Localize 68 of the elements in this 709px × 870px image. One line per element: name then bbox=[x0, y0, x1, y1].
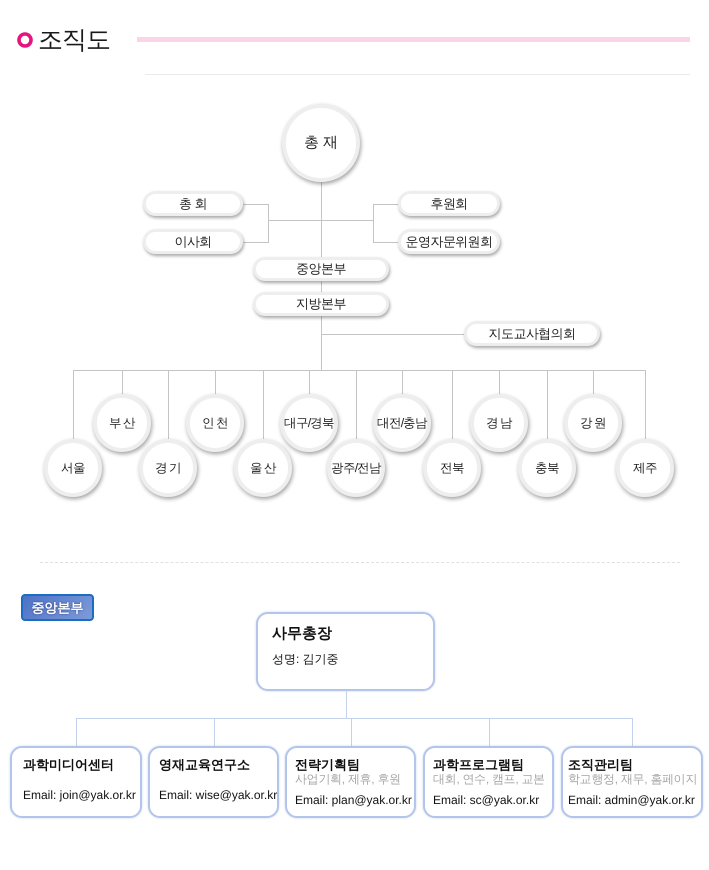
pill-node bbox=[253, 257, 389, 281]
circle-node bbox=[373, 394, 431, 452]
node-label: 지방본부 bbox=[296, 296, 346, 312]
card-subtitle: 사업기획, 제휴, 후원 bbox=[295, 772, 401, 786]
node-label: 총 회 bbox=[179, 196, 207, 212]
node-label: 경 기 bbox=[154, 460, 182, 476]
node-label: 대구/경북 bbox=[284, 415, 334, 431]
circle-node bbox=[139, 439, 197, 497]
circle-node bbox=[186, 394, 244, 452]
pill-node bbox=[143, 229, 243, 254]
circle-node bbox=[93, 394, 151, 452]
node-label: 총 재 bbox=[304, 135, 338, 151]
title: 조직도 bbox=[38, 25, 110, 56]
pill-node bbox=[464, 321, 600, 346]
card bbox=[148, 746, 279, 818]
node-label: 제주 bbox=[633, 460, 657, 476]
circle-node bbox=[616, 439, 674, 497]
node-label: 울 산 bbox=[250, 460, 276, 476]
circle-node bbox=[282, 104, 360, 182]
node-label: 운영자문위원회 bbox=[406, 234, 492, 250]
circle-node bbox=[518, 439, 576, 497]
node-label: 서울 bbox=[61, 460, 85, 476]
node-label: 인 천 bbox=[202, 415, 228, 431]
node-label: 광주/전남 bbox=[330, 460, 382, 476]
node-label: 대전/충남 bbox=[376, 415, 428, 431]
section-tab bbox=[21, 594, 94, 621]
pill-node bbox=[398, 229, 500, 254]
card bbox=[423, 746, 554, 818]
node-label: 이사회 bbox=[174, 234, 212, 250]
circle-node bbox=[234, 439, 292, 497]
node-label: 강 원 bbox=[580, 415, 606, 431]
node-label: 경 남 bbox=[486, 415, 512, 431]
circle-node bbox=[327, 439, 385, 497]
card-title: 조직관리팀 bbox=[568, 757, 633, 772]
node-label: 충북 bbox=[535, 460, 559, 476]
circle-node bbox=[280, 394, 338, 452]
email-text: Email: join@yak.or.kr bbox=[23, 788, 136, 802]
pill-node bbox=[143, 191, 243, 216]
card-title: 전략기획팀 bbox=[295, 757, 360, 772]
pill-node bbox=[398, 191, 500, 216]
node-label: 중앙본부 bbox=[296, 261, 346, 277]
circle-node bbox=[564, 394, 622, 452]
node-label: 지도교사협의회 bbox=[488, 326, 576, 342]
card-title: 과학프로그램팀 bbox=[433, 757, 524, 772]
node-label: 전북 bbox=[440, 460, 464, 476]
circle-node bbox=[470, 394, 528, 452]
card bbox=[561, 746, 703, 818]
card-title: 사무총장 bbox=[272, 625, 332, 643]
email-text: Email: sc@yak.or.kr bbox=[433, 793, 540, 807]
node-label: 후원회 bbox=[430, 196, 468, 212]
node-label: 부 산 bbox=[108, 415, 136, 431]
connector-line bbox=[321, 182, 322, 258]
circle-node bbox=[423, 439, 481, 497]
node-label: 중앙본부 bbox=[32, 600, 84, 616]
connector-line bbox=[321, 281, 322, 293]
card bbox=[256, 612, 435, 691]
card-title: 과학미디어센터 bbox=[23, 757, 114, 772]
card-subtitle: 학교행정, 재무, 홈페이지 bbox=[568, 772, 698, 786]
card bbox=[10, 746, 142, 818]
email-text: Email: wise@yak.or.kr bbox=[159, 788, 278, 802]
card-text: 성명: 김기중 bbox=[272, 652, 339, 666]
circle-node bbox=[44, 439, 102, 497]
pill-node bbox=[253, 292, 389, 316]
email-text: Email: admin@yak.or.kr bbox=[568, 793, 695, 807]
card-subtitle: 대회, 연수, 캠프, 교본 bbox=[433, 772, 545, 786]
card bbox=[285, 746, 416, 818]
email-text: Email: plan@yak.or.kr bbox=[295, 793, 412, 807]
card-title: 영재교육연구소 bbox=[159, 757, 250, 772]
